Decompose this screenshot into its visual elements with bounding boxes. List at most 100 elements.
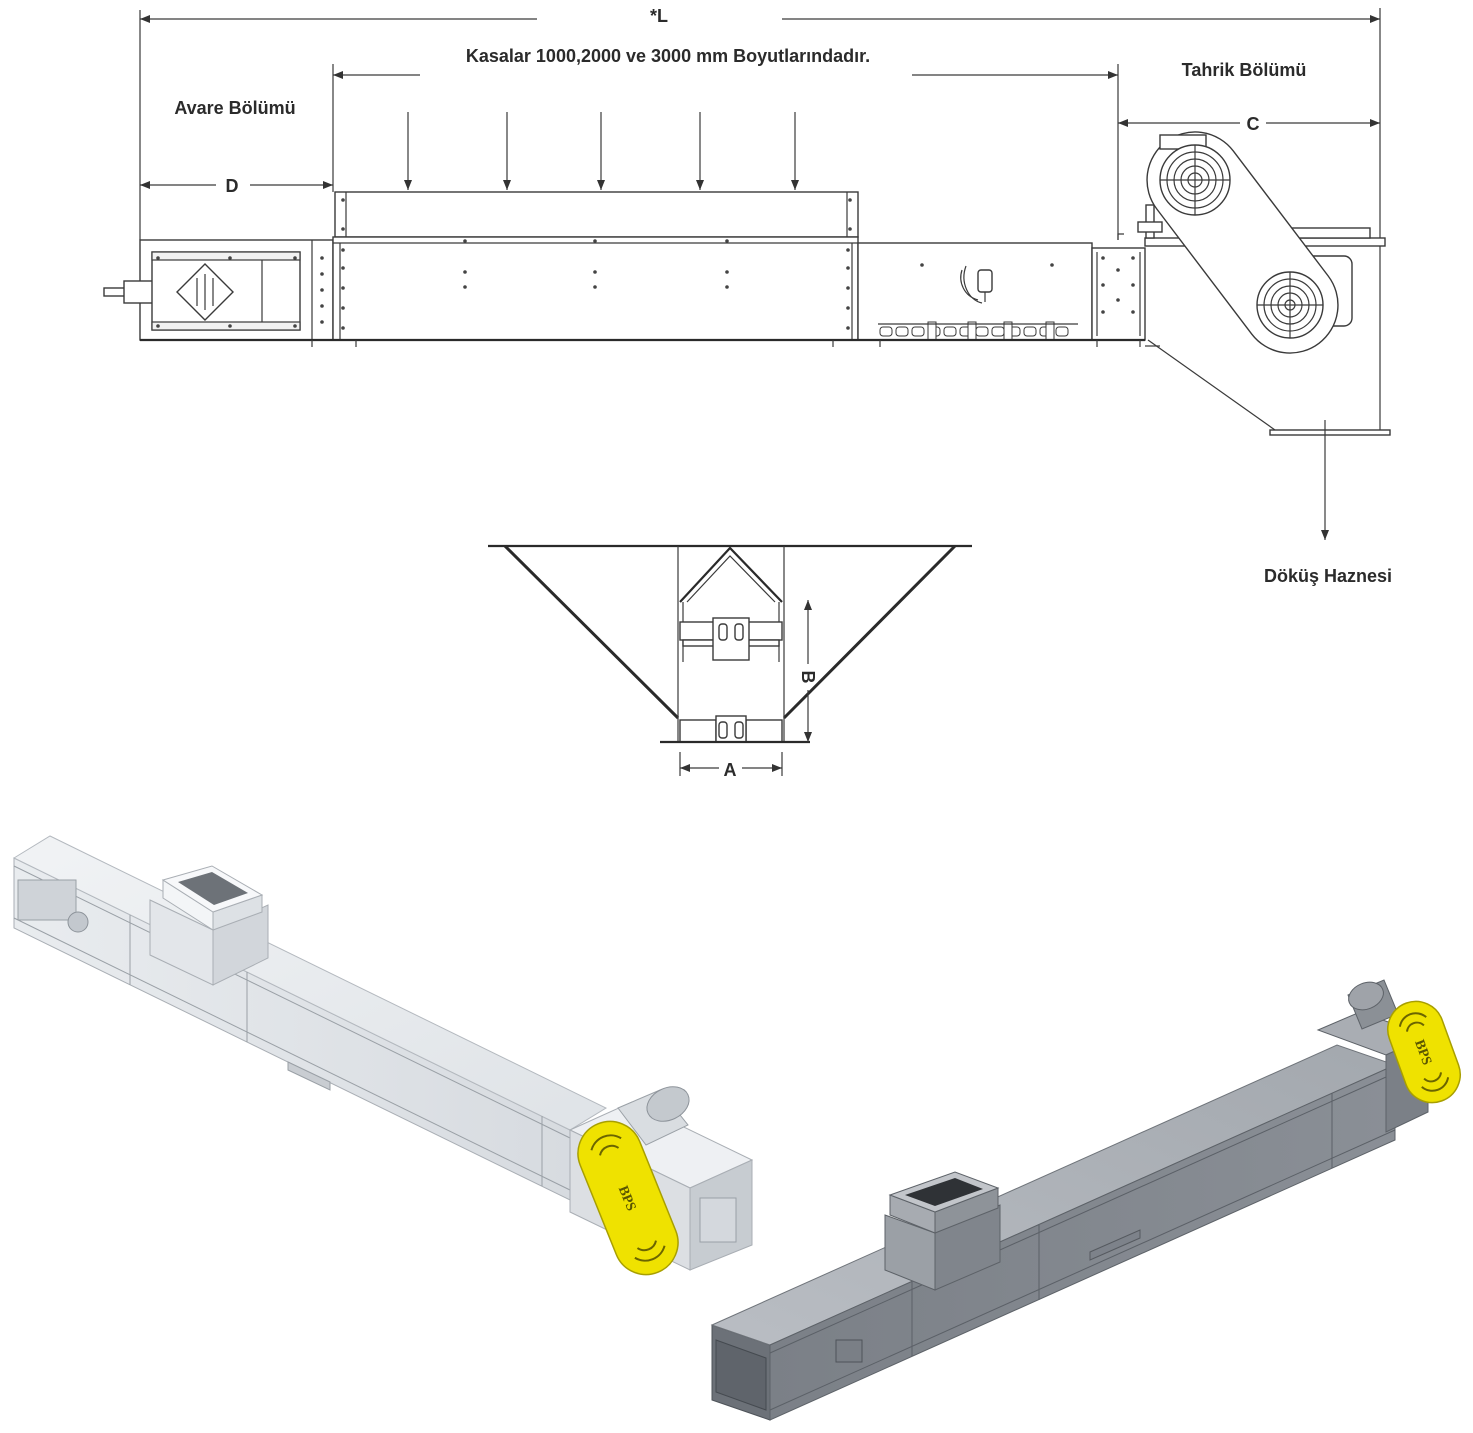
chain-link: [991, 326, 1005, 337]
light-drive-end: BPS: [568, 1086, 754, 1276]
chain-pin: [718, 721, 728, 739]
gray-body-side-face: [769, 1064, 1396, 1421]
light-top-flange: [13, 865, 571, 1139]
feed-arrows: [404, 112, 799, 190]
drive-end-corner: [1117, 233, 1124, 240]
light-terminal-box: [699, 1197, 737, 1243]
render-conveyor-gray: BPS: [710, 979, 1461, 1421]
bolt: [848, 198, 852, 202]
bolt: [846, 286, 850, 290]
chain-link: [879, 326, 893, 337]
idler-section-label: Avare Bölümü: [174, 98, 295, 118]
bolt: [320, 320, 324, 324]
light-chain-cover-shell: [577, 1120, 679, 1276]
light-cover-vent-arc: [590, 1134, 622, 1151]
total-length-label: *L: [650, 6, 668, 26]
light-inlet-hopper: [149, 865, 269, 986]
bolt: [341, 306, 345, 310]
dimension-total-length: *L: [140, 6, 1380, 26]
gray-drive-end: BPS: [1316, 979, 1461, 1133]
flight-bar-right: [745, 719, 783, 743]
inspection-bracket: [960, 269, 979, 301]
bolt: [156, 324, 160, 328]
chain-link: [712, 617, 750, 661]
fan-guard-top: [1159, 144, 1231, 216]
bolt: [1050, 263, 1054, 267]
dimension-b: B: [798, 600, 818, 742]
bolt: [725, 270, 729, 274]
light-cover-vent-arc: [636, 1240, 657, 1252]
gray-cover-vent-arc: [1398, 1012, 1427, 1027]
bolt: [1116, 268, 1120, 272]
cross-section-drawing: B A: [488, 544, 972, 780]
dim-d-label: D: [226, 176, 239, 196]
gray-chain-cover: BPS: [1387, 1000, 1461, 1104]
bolt: [848, 227, 852, 231]
drive-assembly: [1137, 131, 1386, 354]
bolt: [156, 256, 160, 260]
flight-bar-left: [679, 719, 717, 743]
bolt: [1131, 283, 1135, 287]
gray-support-leg: [1089, 1229, 1141, 1261]
bolt: [293, 256, 297, 260]
side-elevation-drawing: *L Kasalar 1000,2000 ve 3000 mm Boyutlar…: [103, 6, 1392, 586]
gray-idler-bearing: [835, 1339, 863, 1363]
light-inlet-opening: [178, 872, 248, 905]
bolt: [320, 272, 324, 276]
gray-inlet-hopper: [884, 1171, 1001, 1291]
bolt: [1101, 283, 1105, 287]
bolt: [341, 227, 345, 231]
gray-end-plate: [715, 1339, 767, 1411]
chain-flight: [1045, 321, 1055, 341]
inspection-bracket: [963, 265, 983, 304]
bolt: [463, 285, 467, 289]
gray-chain-cover-shell: [1387, 1000, 1461, 1104]
gray-cover-vent-arc: [1405, 1021, 1425, 1032]
bolt: [341, 266, 345, 270]
drive-end-block: [1091, 233, 1146, 341]
bolt: [341, 326, 345, 330]
bolt: [1101, 310, 1105, 314]
gray-top-flange: [769, 1072, 1396, 1354]
hopper-flange: [1269, 429, 1391, 436]
bolt: [1131, 256, 1135, 260]
drive-section-label: Tahrik Bölümü: [1182, 60, 1307, 80]
light-idler-end-plate: [17, 879, 77, 921]
chain-link: [895, 326, 909, 337]
take-up-rail-bottom: [151, 321, 301, 331]
light-motor-end: [646, 1086, 690, 1122]
gray-body-top-face: [710, 1044, 1397, 1346]
gray-cover-vent-arc: [1423, 1072, 1443, 1083]
chain-flight: [1003, 321, 1013, 341]
hopper-side-right: [782, 544, 957, 720]
bolt-holes: [156, 198, 1135, 330]
light-support-leg: [287, 1061, 331, 1091]
hopper-slope: [1147, 339, 1276, 431]
bolt: [593, 239, 597, 243]
chain-pin: [734, 721, 744, 739]
discharge-label: Döküş Haznesi: [1264, 566, 1392, 586]
chain-pin: [718, 623, 728, 641]
bolt: [846, 326, 850, 330]
bolt: [320, 304, 324, 308]
light-bottom-flange: [13, 917, 571, 1191]
flight-bar-right: [747, 621, 783, 641]
chain-link: [1023, 326, 1037, 337]
bolt: [725, 285, 729, 289]
chain-flight: [927, 321, 937, 341]
tensioner-block: [1137, 221, 1163, 233]
chain-link: [943, 326, 957, 337]
dimension-d: D: [140, 176, 333, 196]
bolt: [593, 270, 597, 274]
chain-flight: [967, 321, 977, 341]
extension-lines: [139, 8, 1381, 432]
drive-end-housing: [1091, 247, 1146, 341]
base-line: [140, 338, 1145, 347]
bolt: [341, 286, 345, 290]
bolt: [463, 270, 467, 274]
fan-guard-bottom: [1256, 271, 1324, 339]
dimension-casing-length: Kasalar 1000,2000 ve 3000 mm Boyutlarınd…: [333, 46, 1118, 79]
discharge-hopper: Döküş Haznesi: [1145, 339, 1392, 586]
chain-link: [1055, 326, 1069, 337]
